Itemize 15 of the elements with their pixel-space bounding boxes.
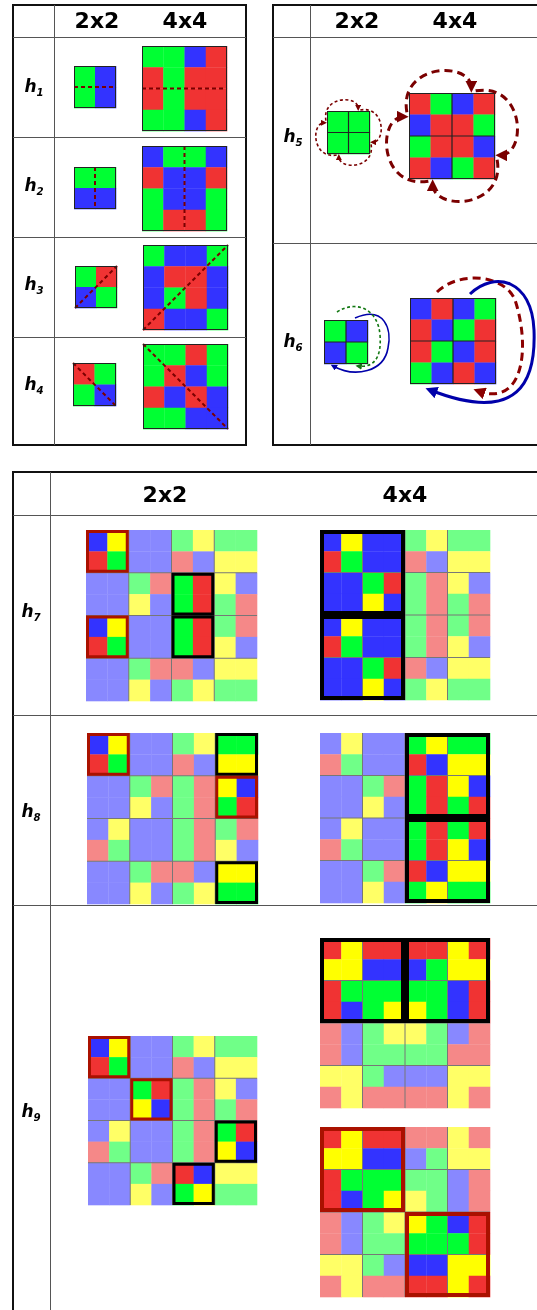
column-header: 4x4 (162, 7, 208, 33)
column-header: 2x2 (74, 7, 120, 33)
column-header: 4x4 (382, 481, 428, 507)
row-label: h$_{2}$ (24, 175, 44, 197)
row-label: h$_{1}$ (24, 76, 44, 98)
row-label: h$_{3}$ (24, 274, 44, 296)
row-label: h$_{7}$ (21, 601, 41, 623)
row-label: h$_{5}$ (283, 126, 303, 148)
column-header: 2x2 (142, 481, 188, 507)
column-header: 4x4 (432, 7, 478, 33)
column-header: 2x2 (334, 7, 380, 33)
row-label: h$_{8}$ (21, 801, 41, 823)
row-label: h$_{9}$ (21, 1101, 41, 1123)
row-label: h$_{4}$ (24, 374, 44, 396)
row-label: h$_{6}$ (283, 331, 303, 353)
